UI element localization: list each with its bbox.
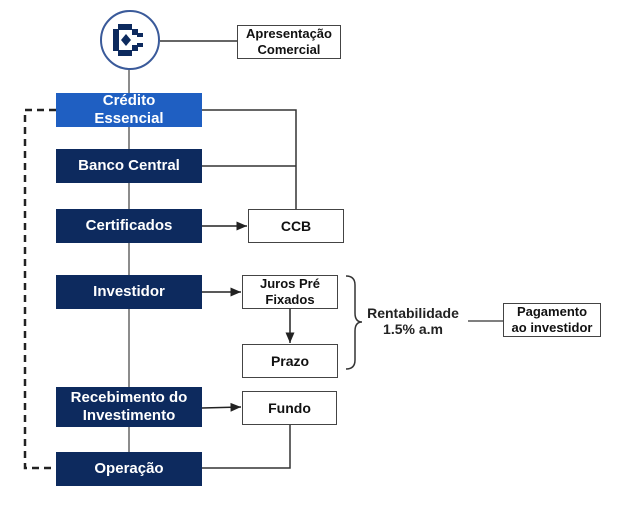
credito-to-ccb-line: [202, 109, 297, 209]
dashed-loop-line: [23, 108, 56, 470]
step-banco-central: Banco Central: [56, 149, 202, 183]
fundo-box: Fundo: [242, 391, 337, 425]
step-certificados: Certificados: [56, 209, 202, 243]
rentabilidade-label: Rentabilidade 1.5% a.m: [367, 305, 459, 337]
recebimento-arrow: [201, 402, 242, 412]
ccb-box: CCB: [248, 209, 344, 243]
fundo-to-operacao-line: [202, 425, 291, 469]
curly-brace: [345, 275, 363, 370]
juros-pre-fixados-box: Juros Pré Fixados: [242, 275, 338, 309]
credito-essencial-logo-icon: [100, 10, 160, 70]
pagamento-investidor-box: Pagamento ao investidor: [503, 303, 601, 337]
apresentacao-comercial-box: Apresentação Comercial: [237, 25, 341, 59]
prazo-box: Prazo: [242, 344, 338, 378]
step-investidor: Investidor: [56, 275, 202, 309]
step-recebimento-investimento: Recebimento do Investimento: [56, 387, 202, 427]
step-credito-essencial: Crédito Essencial: [56, 92, 202, 127]
step-operacao: Operação: [56, 452, 202, 486]
